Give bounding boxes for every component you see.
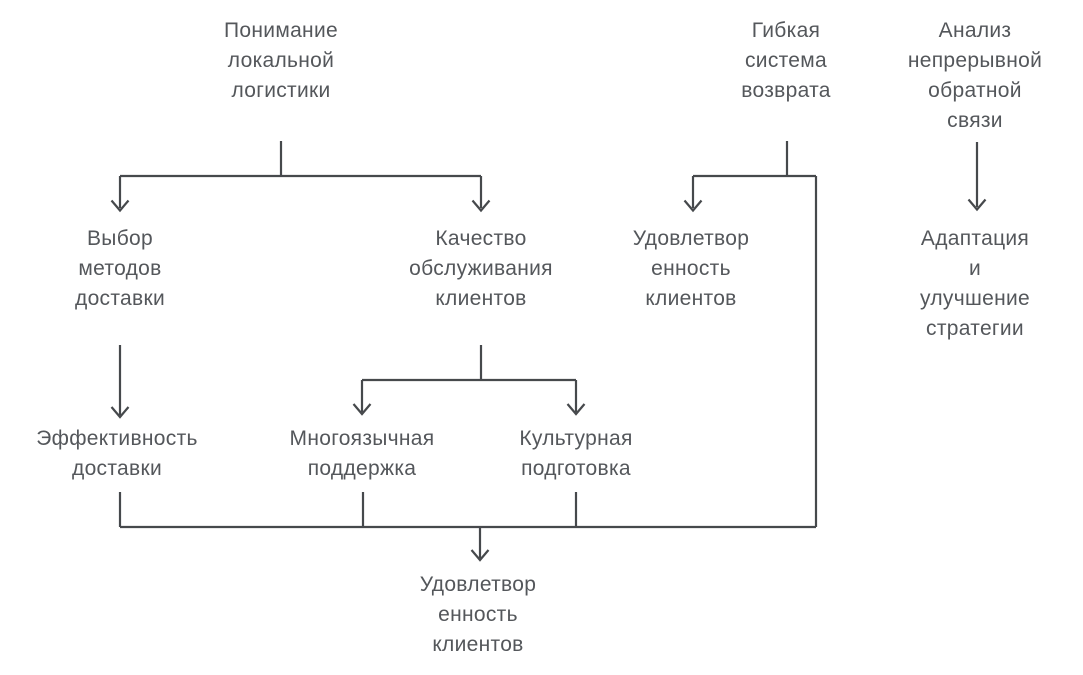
node-cultural-training: Культурная подготовка [519, 427, 633, 480]
node-customer-satisfaction-mid: Удовлетвор енность клиентов [632, 227, 750, 310]
node-flexible-return-system: Гибкая система возврата [741, 19, 831, 102]
node-delivery-method-selection: Выбор методов доставки [75, 227, 165, 310]
edge-understanding-to-children [110, 141, 491, 213]
node-understanding-local-logistics: Понимание локальной логистики [224, 19, 338, 102]
node-delivery-efficiency: Эффективность доставки [36, 427, 198, 480]
edge-quality-to-children [352, 345, 586, 416]
node-multilingual-support: Многоязычная поддержка [289, 427, 435, 480]
edge-bottom-rail-to-final [118, 492, 816, 562]
node-customer-satisfaction-final: Удовлетвор енность клиентов [419, 573, 537, 656]
node-continuous-feedback-analysis: Анализ непрерывной обратной связи [907, 19, 1043, 132]
edge-selection-to-efficiency [110, 345, 130, 419]
edge-return-system-to-satisfaction [683, 141, 816, 213]
node-strategy-adaptation: Адаптация и улучшение стратегии [920, 227, 1030, 340]
node-customer-service-quality: Качество обслуживания клиентов [409, 227, 553, 310]
edge-feedback-to-adaptation [967, 142, 987, 212]
